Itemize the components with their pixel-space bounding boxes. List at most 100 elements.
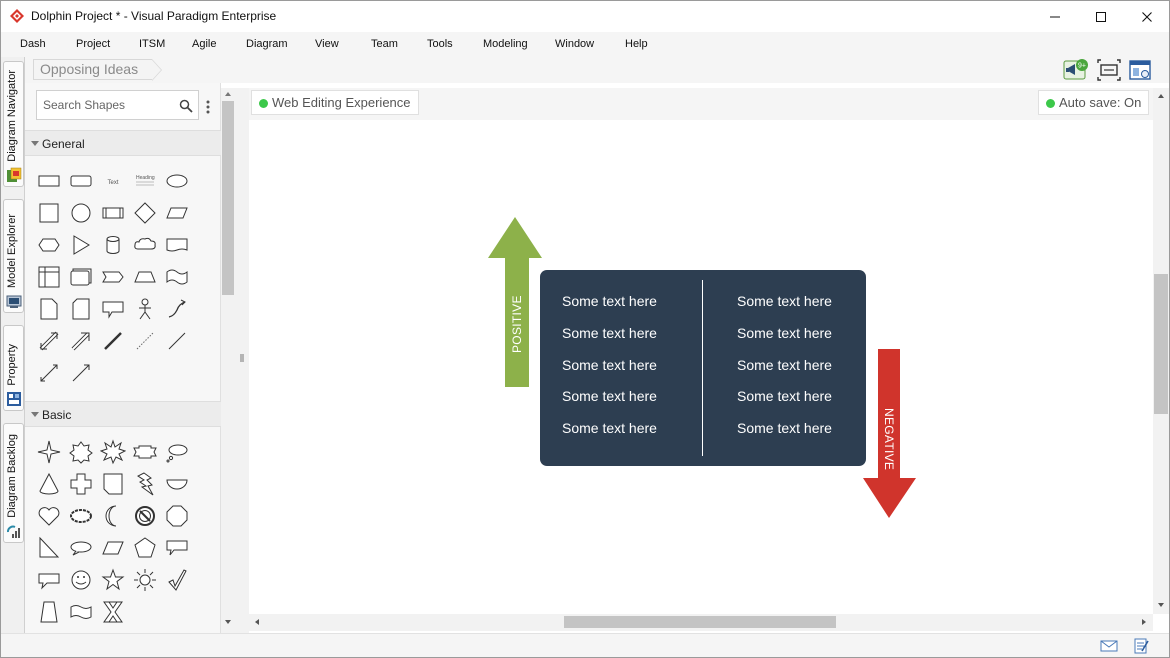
slanted-parallelogram-icon[interactable] (100, 535, 126, 561)
menu-tools[interactable]: Tools (427, 38, 453, 50)
double-arrow-shape-icon[interactable] (36, 328, 62, 354)
horizontal-scroll-thumb[interactable] (564, 616, 836, 628)
tall-trapezoid-icon[interactable] (36, 599, 62, 625)
triangle-shape-icon[interactable] (68, 232, 94, 258)
web-editing-indicator[interactable]: Web Editing Experience (251, 90, 419, 115)
bidirectional-arrow-icon[interactable] (36, 360, 62, 386)
ribbon-shape-icon[interactable] (132, 439, 158, 465)
maximize-button[interactable] (1078, 1, 1124, 32)
group-header-general[interactable]: General (25, 130, 221, 156)
right-text-1[interactable]: Some text here (737, 293, 832, 309)
sun-shape-icon[interactable] (132, 567, 158, 593)
menu-window[interactable]: Window (555, 38, 595, 50)
panel-more-icon[interactable] (206, 100, 210, 116)
no-symbol-icon[interactable] (132, 503, 158, 529)
ellipse-shape-icon[interactable] (164, 168, 190, 194)
pentagon-shape-icon[interactable] (132, 535, 158, 561)
oval-callout-icon[interactable] (68, 535, 94, 561)
wedge-callout-icon[interactable] (36, 567, 62, 593)
tab-model-explorer[interactable]: Model Explorer (3, 199, 24, 313)
diagram-canvas[interactable]: Web Editing Experience Auto save: On (249, 88, 1153, 614)
minimize-button[interactable] (1032, 1, 1078, 32)
thick-line-shape-icon[interactable] (100, 328, 126, 354)
menu-dash[interactable]: Dash (20, 38, 46, 50)
heart-shape-icon[interactable] (36, 503, 62, 529)
breadcrumb-diagram-name[interactable]: Opposing Ideas (33, 59, 163, 81)
mail-icon[interactable] (1100, 639, 1118, 653)
thought-bubble-icon[interactable] (164, 439, 190, 465)
heading-shape-icon[interactable]: Heading (132, 168, 158, 194)
cloud-shape-icon[interactable] (132, 232, 158, 258)
curve-connector-icon[interactable] (164, 296, 190, 322)
left-text-1[interactable]: Some text here (562, 293, 657, 309)
menu-agile[interactable]: Agile (192, 38, 217, 50)
menu-diagram[interactable]: Diagram (246, 38, 288, 50)
search-shapes-input[interactable] (43, 98, 173, 112)
right-text-3[interactable]: Some text here (737, 357, 832, 373)
stacked-shape-icon[interactable] (68, 264, 94, 290)
positive-arrow[interactable] (487, 217, 543, 389)
menu-view[interactable]: View (315, 38, 339, 50)
diamond-shape-icon[interactable] (132, 200, 158, 226)
panel-splitter[interactable] (235, 88, 249, 633)
table-shape-icon[interactable] (36, 264, 62, 290)
trapezoid-shape-icon[interactable] (132, 264, 158, 290)
octagon-shape-icon[interactable] (164, 503, 190, 529)
card-shape-icon[interactable] (68, 296, 94, 322)
autosave-indicator[interactable]: Auto save: On (1038, 90, 1150, 115)
scroll-down-icon[interactable] (224, 619, 232, 625)
right-triangle-icon[interactable] (36, 535, 62, 561)
left-text-4[interactable]: Some text here (562, 388, 657, 404)
arrow-line-icon[interactable] (68, 360, 94, 386)
callout-shape-icon[interactable] (100, 296, 126, 322)
right-text-4[interactable]: Some text here (737, 388, 832, 404)
explosion-shape-icon[interactable] (100, 439, 126, 465)
left-text-5[interactable]: Some text here (562, 420, 657, 436)
negative-arrow[interactable] (862, 348, 918, 520)
scroll-up-icon[interactable] (1157, 93, 1165, 99)
half-circle-shape-icon[interactable] (164, 471, 190, 497)
rectangular-callout-icon[interactable] (164, 535, 190, 561)
hourglass-x-icon[interactable] (100, 599, 126, 625)
menu-modeling[interactable]: Modeling (483, 38, 528, 50)
cylinder-shape-icon[interactable] (100, 232, 126, 258)
circle-shape-icon[interactable] (68, 200, 94, 226)
process-shape-icon[interactable] (100, 200, 126, 226)
scroll-down-icon[interactable] (1157, 602, 1165, 608)
canvas-vertical-scrollbar[interactable] (1153, 88, 1169, 614)
opposing-ideas-box[interactable]: Some text here Some text here Some text … (540, 270, 866, 466)
seal-shape-icon[interactable] (68, 439, 94, 465)
menu-team[interactable]: Team (371, 38, 398, 50)
canvas-horizontal-scrollbar[interactable] (249, 614, 1153, 631)
menu-project[interactable]: Project (76, 38, 111, 50)
notification-button[interactable]: 9+ (1063, 59, 1088, 81)
right-text-5[interactable]: Some text here (737, 420, 832, 436)
right-text-2[interactable]: Some text here (737, 325, 832, 341)
menu-help[interactable]: Help (625, 38, 648, 50)
note-shape-icon[interactable] (36, 296, 62, 322)
search-icon[interactable] (179, 99, 193, 113)
text-shape-icon[interactable]: Text (100, 168, 126, 194)
folded-corner-icon[interactable] (100, 471, 126, 497)
hexagon-shape-icon[interactable] (36, 232, 62, 258)
dashed-line-shape-icon[interactable] (132, 328, 158, 354)
left-text-3[interactable]: Some text here (562, 357, 657, 373)
checkmark-shape-icon[interactable] (164, 567, 190, 593)
group-header-basic[interactable]: Basic (25, 401, 221, 427)
shapes-panel-scroll-thumb[interactable] (222, 101, 234, 295)
cone-shape-icon[interactable] (36, 471, 62, 497)
diagram-layout-button[interactable] (1128, 59, 1152, 81)
menu-itsm[interactable]: ITSM (139, 38, 166, 50)
vertical-scroll-thumb[interactable] (1154, 274, 1168, 414)
lightning-shape-icon[interactable] (132, 471, 158, 497)
scroll-up-icon[interactable] (224, 91, 232, 97)
rectangle-shape-icon[interactable] (36, 168, 62, 194)
search-box[interactable] (36, 90, 199, 120)
close-button[interactable] (1124, 1, 1169, 32)
actor-shape-icon[interactable] (132, 296, 158, 322)
tab-property[interactable]: Property (3, 325, 24, 411)
notes-icon[interactable] (1133, 637, 1149, 655)
chevron-shape-icon[interactable] (100, 264, 126, 290)
cross-shape-icon[interactable] (68, 471, 94, 497)
flag-wave-icon[interactable] (68, 599, 94, 625)
